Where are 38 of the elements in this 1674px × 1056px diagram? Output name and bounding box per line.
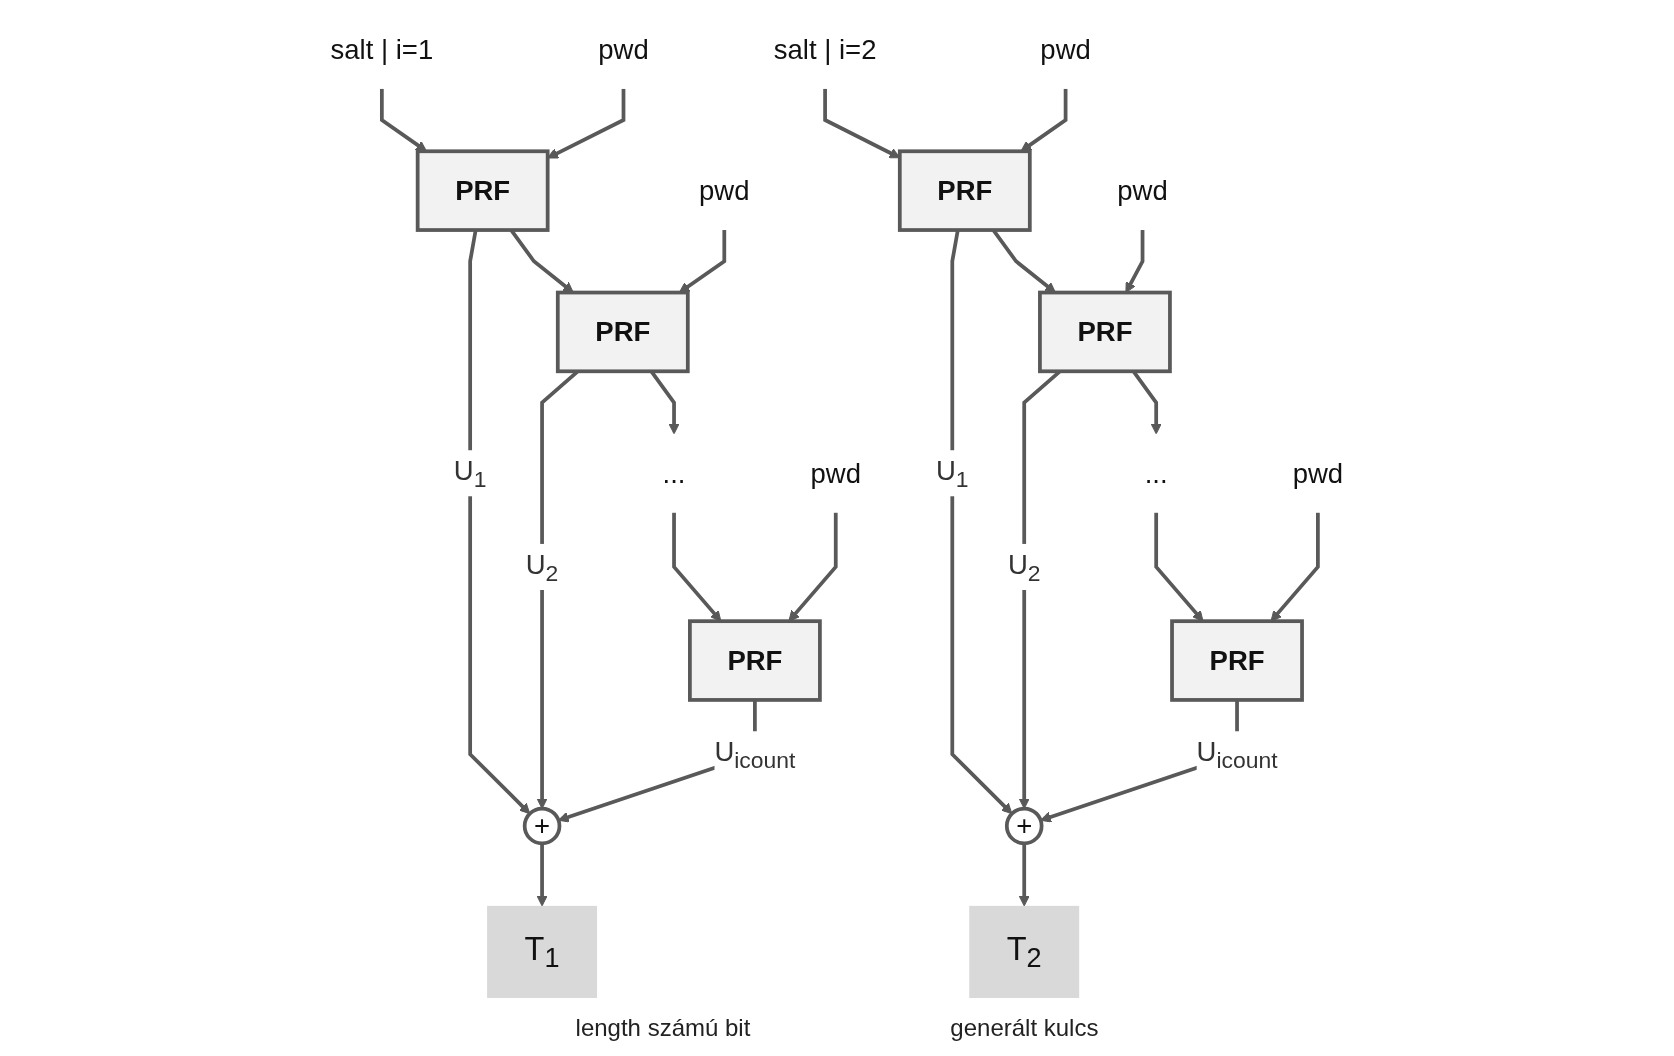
node-box: PRF xyxy=(898,149,1032,232)
arrow xyxy=(1154,512,1204,622)
edge-label: U$_{1}$ xyxy=(454,455,487,492)
node-text: pwd xyxy=(1117,175,1168,207)
arrow xyxy=(672,512,722,622)
edge-label: U$_{icount}$ xyxy=(714,736,796,773)
node-text: salt | i=1 xyxy=(330,33,434,66)
node-text: pwd xyxy=(1040,33,1092,66)
arrow xyxy=(380,88,428,152)
node-box: PRF xyxy=(1038,290,1172,374)
note-text: generált kulcs xyxy=(950,1014,1099,1042)
arrow xyxy=(1270,512,1320,622)
edge-label: U$_{1}$ xyxy=(936,455,969,492)
node-circle: + xyxy=(1005,806,1044,846)
edge-label: U$_{2}$ xyxy=(1008,548,1041,586)
arrow xyxy=(1018,843,1030,907)
node-text: pwd xyxy=(1292,457,1344,489)
edge-label: U$_{2}$ xyxy=(525,548,559,586)
node-box: PRF xyxy=(1170,619,1305,702)
node-box: T$_{1}$ xyxy=(487,905,598,998)
node-box: PRF xyxy=(415,149,550,232)
arrow xyxy=(788,512,838,622)
node-text: ... xyxy=(662,457,686,489)
node-text: pwd xyxy=(810,457,862,489)
node-box: PRF xyxy=(556,290,690,374)
edge-label: U$_{icount}$ xyxy=(1196,736,1278,773)
node-text: pwd xyxy=(699,175,750,207)
note-text: length számú bit xyxy=(575,1014,751,1042)
node-box: PRF xyxy=(688,619,822,702)
arrow xyxy=(1020,88,1068,152)
node-text: pwd xyxy=(598,33,649,66)
arrow xyxy=(679,230,727,294)
node-text: ... xyxy=(1144,457,1168,489)
node-text: salt | i=2 xyxy=(773,33,877,66)
node-circle: + xyxy=(522,806,562,846)
node-box: T$_{2}$ xyxy=(969,905,1080,998)
arrow xyxy=(536,843,548,907)
arrow xyxy=(547,88,626,159)
